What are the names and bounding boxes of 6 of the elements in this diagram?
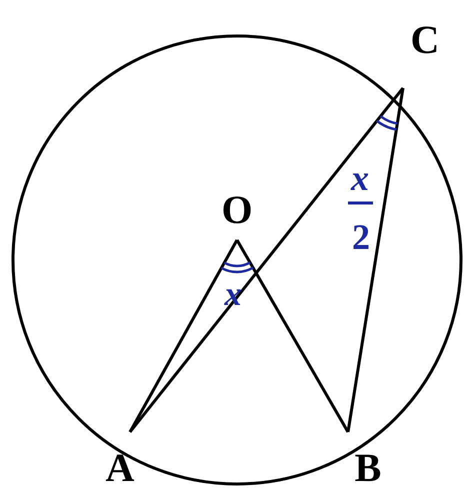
point-label: B	[354, 448, 382, 488]
point-label: O	[221, 190, 253, 230]
point-label: A	[106, 448, 134, 488]
angle-label: 2	[352, 219, 370, 255]
point-label: C	[410, 20, 440, 60]
angle-label: x	[351, 160, 369, 196]
